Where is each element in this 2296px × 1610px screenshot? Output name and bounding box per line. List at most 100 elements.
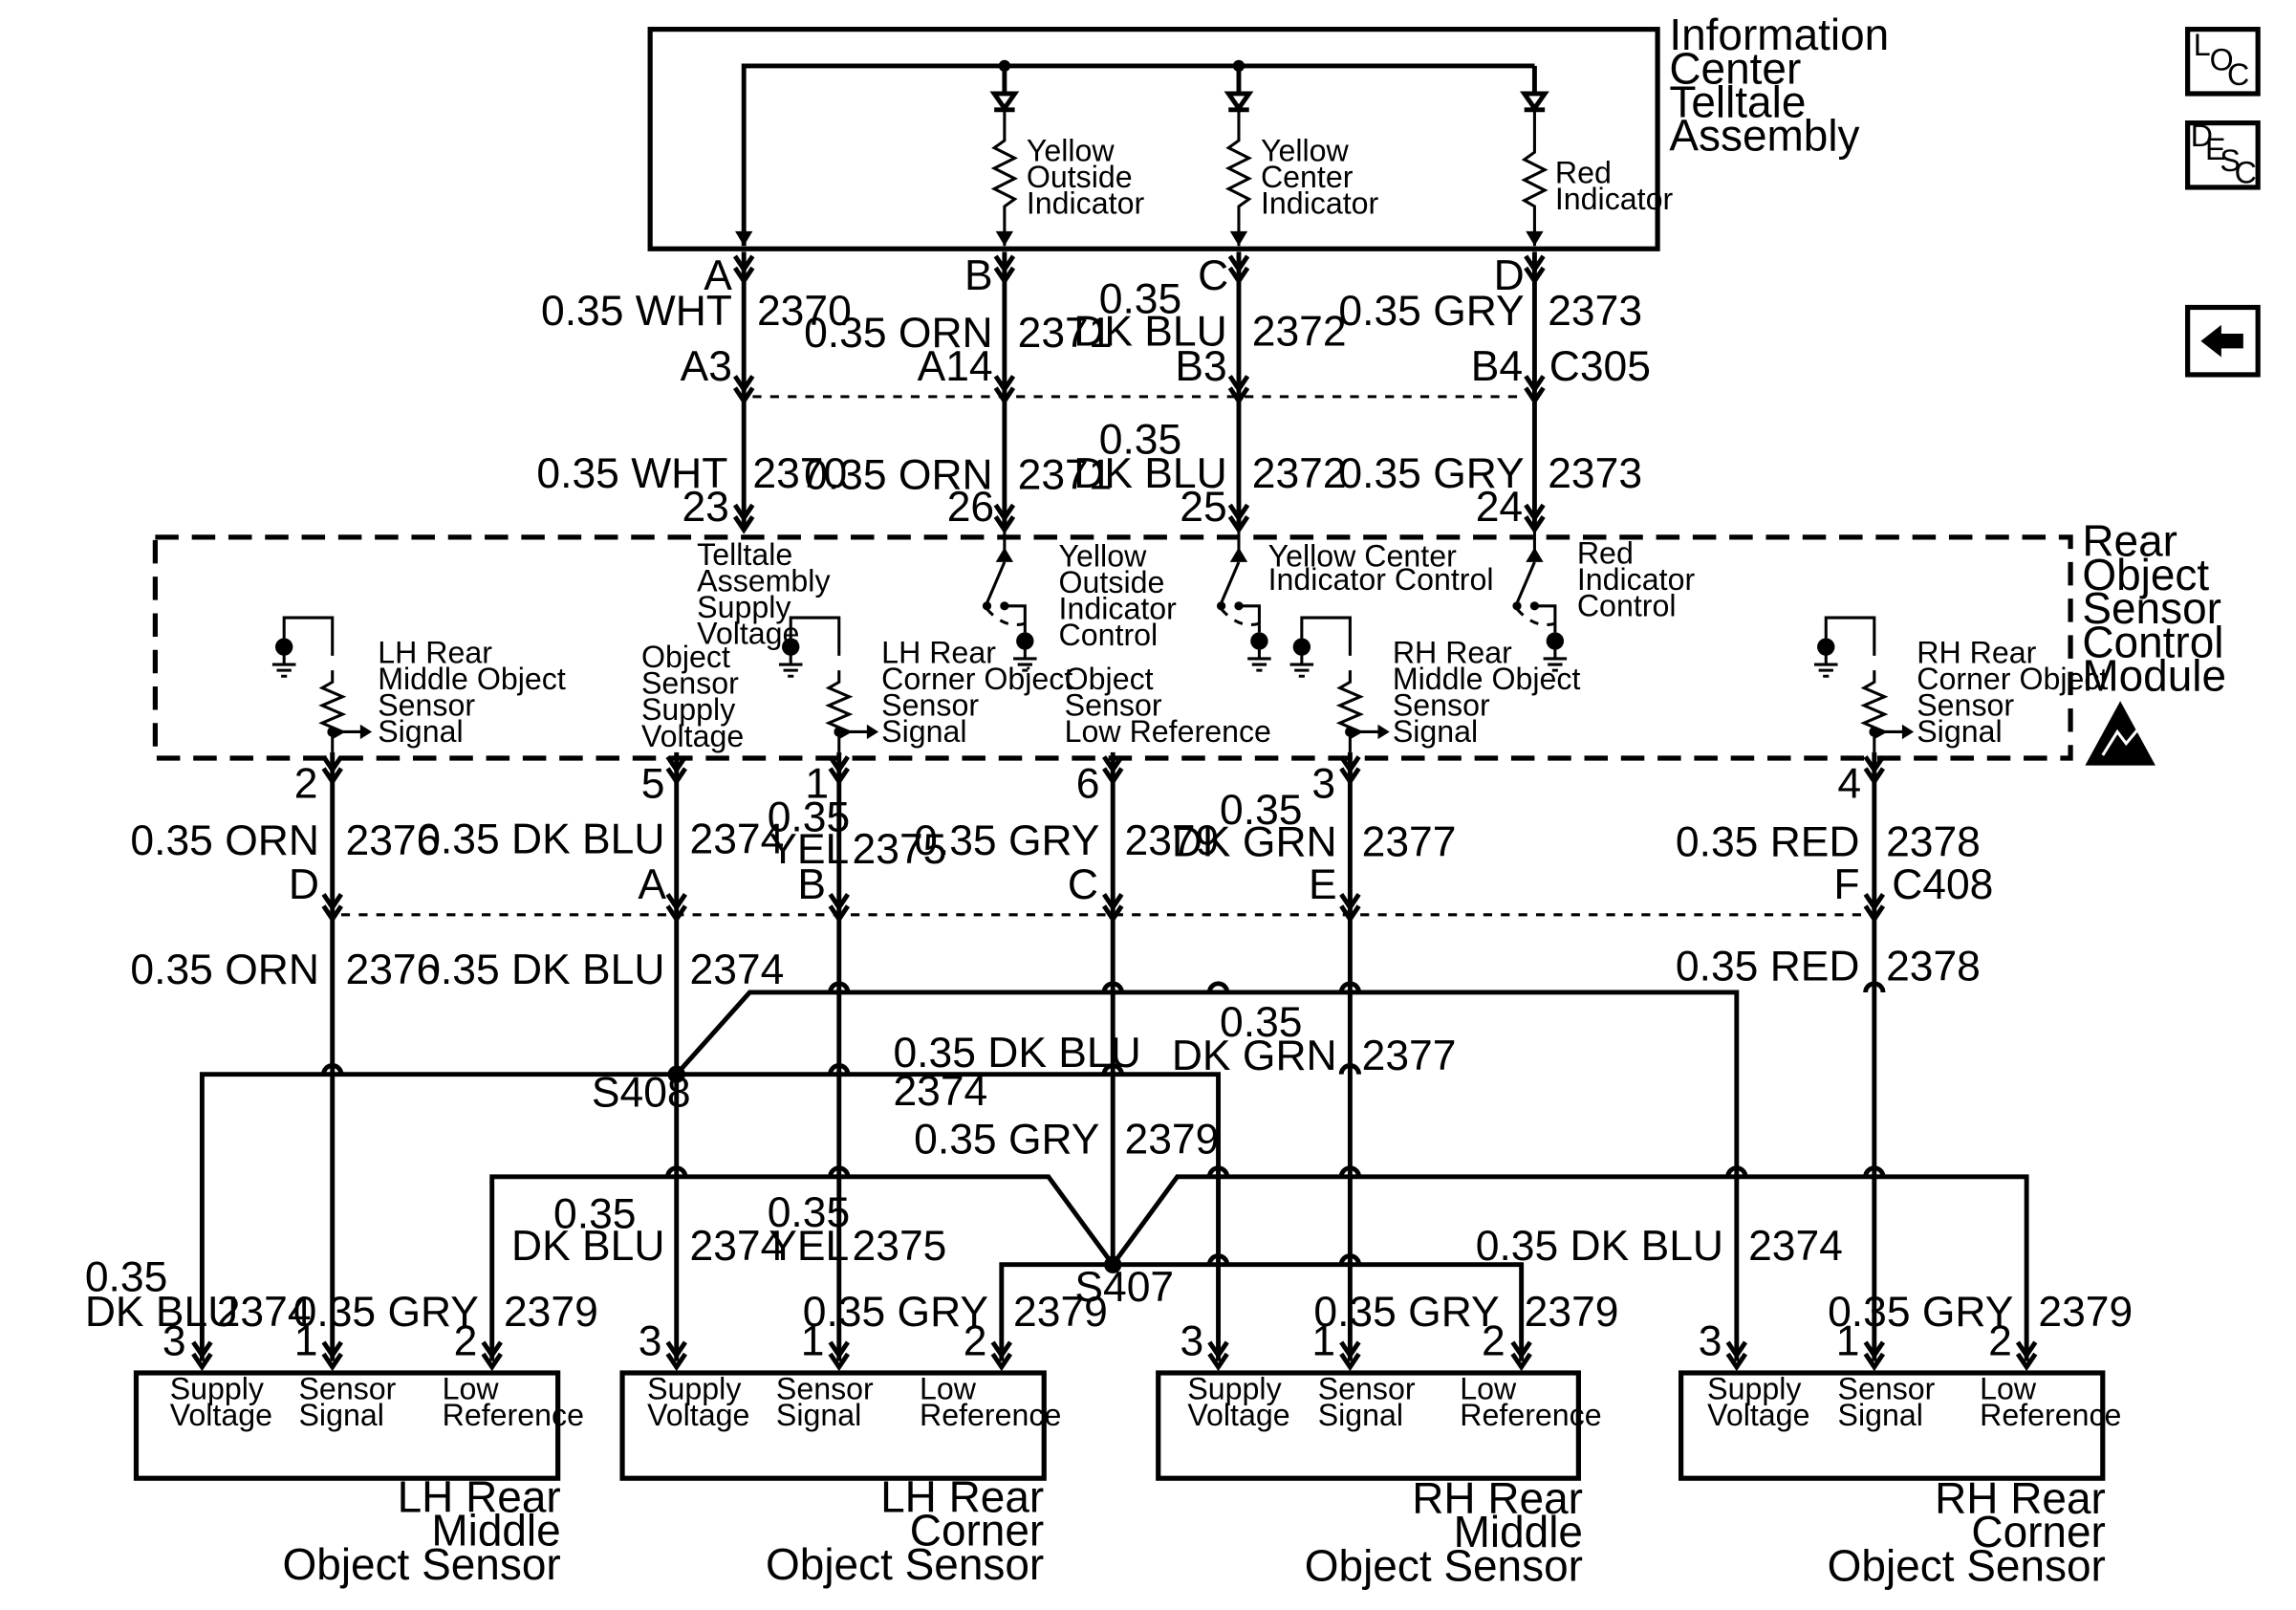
module-label: Indicator	[1577, 562, 1696, 597]
pin-label: 2	[1482, 1318, 1505, 1365]
splice-label: S408	[592, 1069, 691, 1116]
sensor-field-label: Low	[1460, 1372, 1517, 1406]
module-label: Sensor	[881, 688, 979, 723]
indicator-label: Indicator	[1027, 186, 1145, 221]
circuit-number: 2375	[853, 1223, 947, 1270]
sensor-field-label: Supply	[1707, 1372, 1801, 1406]
circuit-number: 2370	[757, 288, 852, 335]
lh-middle-signal-circuit	[271, 616, 373, 754]
circuit-number: 2374	[690, 946, 785, 993]
wire-size-label: 0.35 GRY	[914, 817, 1099, 864]
esd-warning-icon	[2085, 701, 2155, 766]
module-label: Supply	[697, 590, 791, 624]
loc-glyph: C	[2227, 57, 2249, 92]
pin-label: 1	[294, 1318, 318, 1365]
module-label: Corner Object	[1917, 662, 2108, 696]
pin-label: B3	[1175, 343, 1226, 390]
desc-button[interactable]: D E S C	[2185, 119, 2261, 190]
pin-label: 3	[639, 1318, 662, 1365]
indicator-label: Center	[1261, 160, 1354, 194]
sensor-field-label: Signal	[1838, 1398, 1923, 1432]
wire-size-label: 0.35 DK BLU	[417, 946, 664, 993]
red-indicator-lamp	[1519, 65, 1549, 247]
sensor-title: Object Sensor	[1828, 1540, 2106, 1590]
pin-label: 1	[805, 760, 829, 807]
pin-label: 24	[1476, 484, 1523, 531]
module-label: Control	[1059, 618, 1159, 652]
indicator-label: Yellow	[1027, 133, 1116, 167]
wire-size-label: 0.35 GRY	[1338, 288, 1524, 335]
circuit-number: 2371	[1018, 451, 1113, 498]
module-label: Sensor	[1917, 688, 2014, 723]
pin-label: A	[638, 861, 666, 908]
pin-label: 2	[294, 760, 318, 807]
indicator-label: Indicator	[1555, 182, 1674, 216]
loc-glyph: O	[2210, 42, 2234, 76]
pin-label: D	[1494, 252, 1525, 299]
desc-glyph: C	[2235, 155, 2257, 189]
indicator-label: Indicator	[1261, 186, 1379, 221]
splice-label: S407	[1074, 1264, 1174, 1311]
lower-wire-labels-top: 0.35 ORN 2376 0.35 DK BLU 2374 0.35 YEL …	[130, 787, 1980, 873]
sensor-field-label: Sensor	[1838, 1372, 1936, 1406]
assembly-title: Control	[2082, 617, 2223, 666]
pin-label: 2	[964, 1318, 987, 1365]
sensor-title: LH Rear	[398, 1471, 561, 1521]
module-label: Sensor	[378, 688, 475, 723]
module-label: RH Rear	[1917, 636, 2036, 670]
yellow-outside-driver-switch	[982, 527, 1039, 672]
circuit-number: 2373	[1548, 288, 1642, 335]
module-label: Control	[1577, 589, 1677, 623]
back-button[interactable]	[2185, 304, 2261, 378]
desc-glyph: S	[2220, 143, 2240, 178]
assembly-title: Assembly	[1669, 111, 1859, 161]
wire-color-label: DK BLU	[1073, 308, 1226, 355]
sensor-field-label: Supply	[1187, 1372, 1281, 1406]
wire-size-label: 0.35 GRY	[1828, 1289, 2013, 1336]
circuit-number: 2370	[752, 450, 847, 497]
circuit-number: 2379	[2038, 1289, 2133, 1336]
pin-label: A	[704, 252, 732, 299]
circuit-number: 2377	[1362, 819, 1457, 866]
module-label: Sensor	[641, 666, 739, 701]
module-label: Corner Object	[881, 662, 1072, 696]
desc-glyph: E	[2205, 132, 2225, 166]
circuit-number: 2377	[1362, 1033, 1457, 1079]
wire-size-label: 0.35 ORN	[130, 946, 319, 993]
back-arrow-icon	[2200, 324, 2243, 358]
pin-label: 4	[1837, 760, 1861, 807]
circuit-number: 2379	[1525, 1289, 1619, 1336]
connector-c408: D A B C E F C408	[289, 861, 1994, 908]
circuit-number: 2379	[504, 1289, 598, 1336]
module-label: Low Reference	[1065, 714, 1271, 749]
sensor-field-label: Reference	[1460, 1398, 1601, 1432]
wire-crossings	[321, 981, 1886, 1266]
loc-button[interactable]: L O C	[2185, 27, 2261, 97]
circuit-number: 2374	[1748, 1223, 1843, 1270]
pin-label: 1	[1311, 1318, 1335, 1365]
sensor-title: Object Sensor	[283, 1539, 561, 1589]
sensor-title: LH Rear	[880, 1471, 1044, 1521]
wire-size-label: 0.35 DK BLU	[417, 816, 664, 863]
circuit-number: 2376	[346, 817, 441, 864]
module-label: Telltale	[697, 537, 792, 572]
pin-label: 2	[1988, 1318, 2012, 1365]
assembly-title: Telltale	[1669, 76, 1806, 126]
mid-wire-labels: 0.35 DK BLU 2374 0.35 DK GRN 2377 0.35 G…	[511, 999, 1843, 1270]
pin-label: 1	[801, 1318, 825, 1365]
wire-size-label: 0.35 RED	[1676, 819, 1860, 866]
rh-middle-signal-circuit	[1289, 616, 1390, 754]
module-label: Indicator Control	[1268, 562, 1494, 597]
module-label: Sensor	[1065, 688, 1162, 723]
module-label: Signal	[881, 714, 966, 749]
